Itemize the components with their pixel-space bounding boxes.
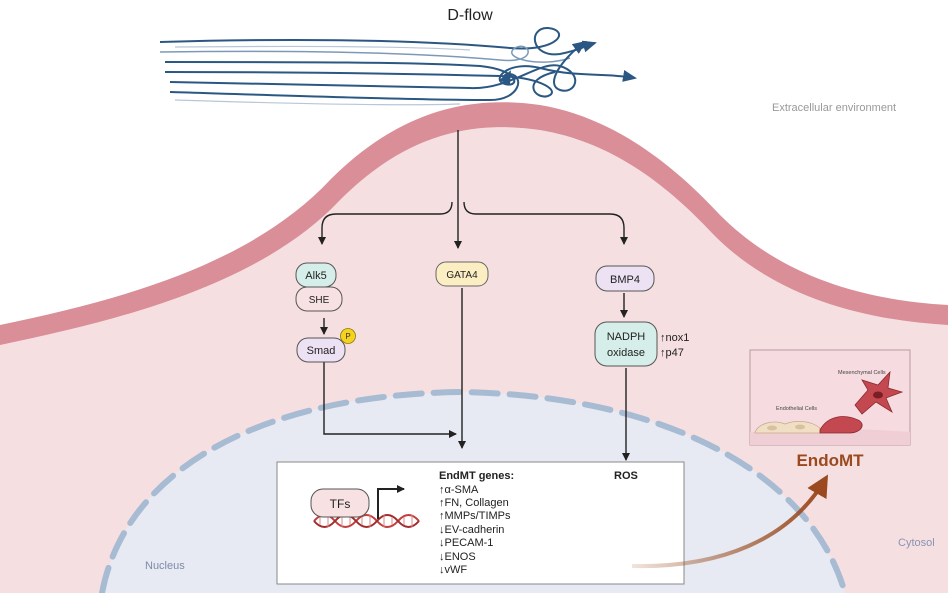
gene-item: ↑MMPs/TIMPs (439, 510, 511, 522)
nucleus-label: Nucleus (145, 560, 185, 572)
cytosol-label: Cytosol (898, 537, 935, 549)
p47-label: ↑p47 (660, 347, 684, 359)
mesenchymal-label: Mesenchymal Cells (838, 370, 886, 376)
flow-line (164, 61, 637, 86)
flow-line (174, 99, 461, 106)
endothelial-nucleus (795, 424, 805, 430)
gene-item: ↑α-SMA (439, 484, 479, 496)
nox1-label: ↑nox1 (660, 332, 689, 344)
nadph-oxidase-node: NADPH oxidase (594, 321, 658, 367)
diagram-title: D-flow (447, 7, 493, 24)
smad-label: Smad (307, 345, 336, 357)
alk5-label: Alk5 (305, 270, 326, 282)
transitioning-cell (819, 416, 863, 434)
branch-to-bmp4 (463, 201, 628, 245)
bmp4-node: BMP4 (595, 265, 655, 292)
bmp4-label: BMP4 (610, 274, 640, 286)
gene-item: ↑FN, Collagen (439, 497, 509, 509)
flow-line (174, 45, 471, 51)
nadph-label-line2: oxidase (607, 347, 645, 359)
endomt-arrow (631, 474, 829, 569)
nadph-label-line1: NADPH (607, 331, 646, 343)
transcription-start-arrow (377, 485, 405, 519)
nuclear-envelope (99, 388, 848, 593)
gene-item: ↓EV-cadherin (439, 524, 504, 536)
endmt-genes-header: EndMT genes: (439, 470, 514, 482)
flow-line (159, 45, 571, 63)
phospho-badge: P (340, 328, 356, 344)
nucleus-content-box (276, 461, 685, 585)
gene-item: ↓vWF (439, 564, 467, 576)
dna-helix (313, 514, 420, 528)
mesenchymal-nucleus (873, 391, 883, 399)
ros-label: ROS (614, 470, 638, 482)
smad-to-nucleus-arrow (323, 362, 457, 438)
endomt-label: EndoMT (796, 451, 864, 470)
she-node: SHE (295, 286, 343, 312)
extracellular-label: Extracellular environment (772, 102, 896, 114)
smad-node: Smad (296, 337, 346, 363)
flow-line (159, 26, 597, 56)
she-label: SHE (309, 295, 330, 306)
flow-line (169, 40, 587, 92)
endothelial-nucleus (767, 425, 777, 431)
gata4-node: GATA4 (435, 261, 489, 287)
flow-line (169, 70, 520, 102)
tfs-label: TFs (330, 497, 351, 511)
endomt-inset: Mesenchymal Cells Endothelial Cells (749, 349, 911, 446)
gene-item: ↓ENOS (439, 551, 476, 563)
gene-item: ↓PECAM-1 (439, 537, 493, 549)
alk5-node: Alk5 (295, 262, 337, 288)
signal-arrows (318, 130, 630, 461)
gene-list: ↑α-SMA ↑FN, Collagen ↑MMPs/TIMPs ↓EV-cad… (439, 484, 511, 576)
endothelial-label: Endothelial Cells (776, 406, 817, 412)
phospho-label: P (345, 332, 350, 341)
tfs-node: TFs (310, 488, 370, 518)
branch-to-alk5 (318, 201, 453, 245)
flow-lines (159, 26, 637, 106)
gata4-label: GATA4 (446, 270, 478, 281)
